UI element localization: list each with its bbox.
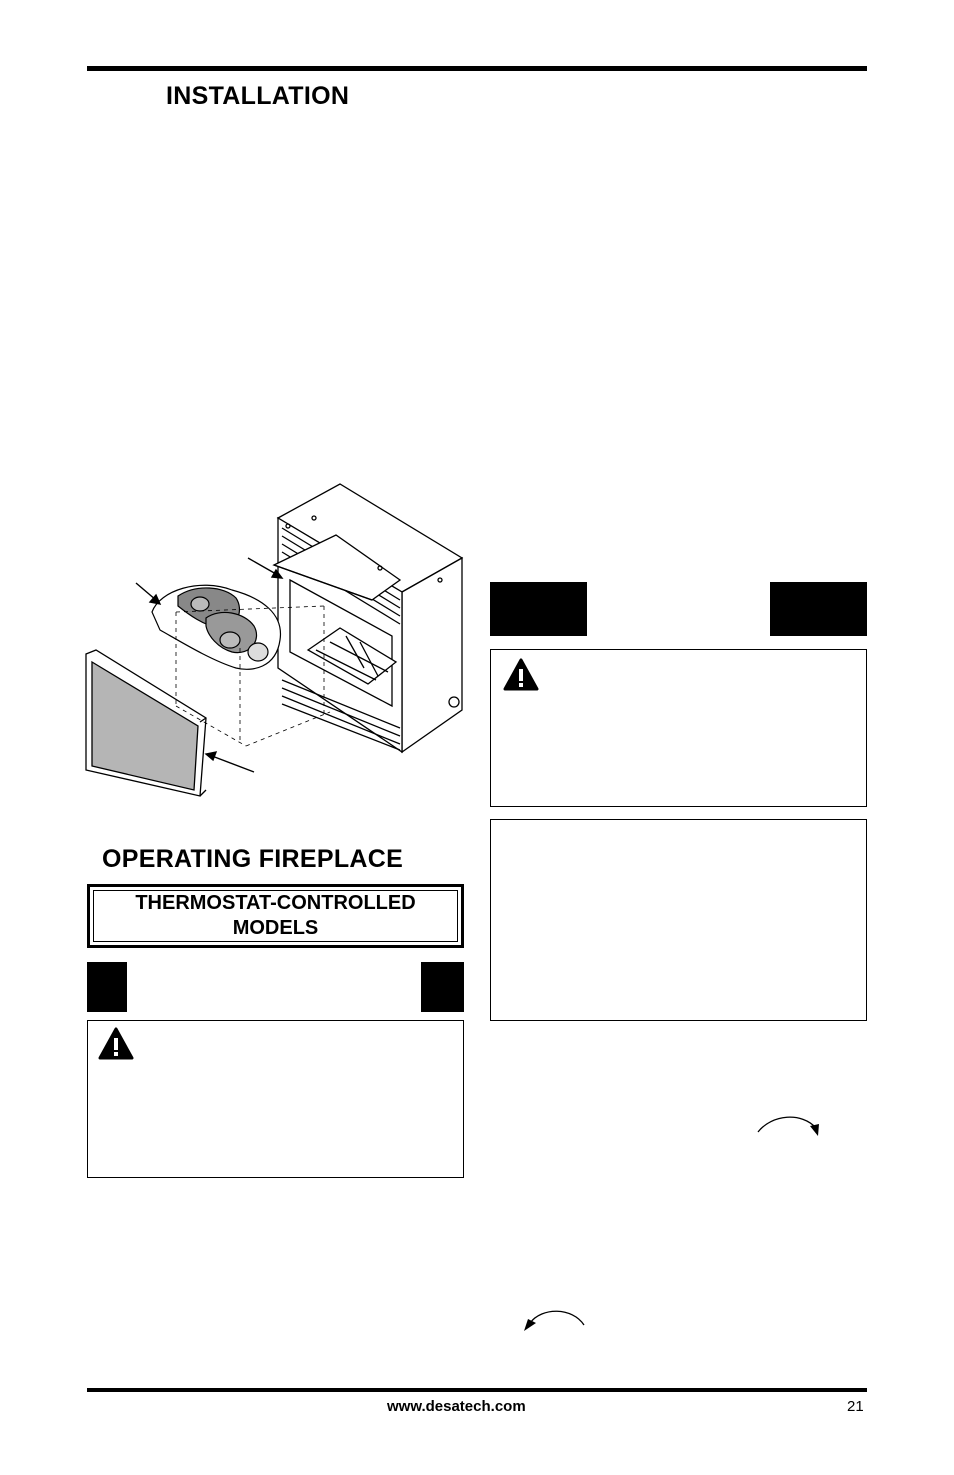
- bottom-rule: [87, 1388, 867, 1392]
- glass-panel: [91, 660, 199, 791]
- warning-header-bar-left: [87, 962, 464, 1012]
- cabinet-side: [401, 556, 463, 754]
- clockwise-arrow-icon: [757, 1116, 819, 1136]
- counterclockwise-arrow-icon: [524, 1310, 585, 1331]
- top-rule: [87, 66, 867, 71]
- warning-box-left: [87, 1020, 464, 1178]
- notice-box-right-2: [490, 819, 867, 1021]
- warning-header-bar: [490, 582, 867, 636]
- warning-box-right-1: [490, 649, 867, 807]
- section-title-operating: OPERATING FIREPLACE: [102, 845, 404, 873]
- subheading-thermostat-controlled: THERMOSTAT-CONTROLLED MODELS: [87, 884, 464, 948]
- page-number: 21: [847, 1398, 864, 1415]
- warning-header-left-block: [490, 582, 587, 636]
- warning-triangle-icon: [98, 1027, 134, 1060]
- section-title-installation: INSTALLATION: [166, 82, 350, 110]
- warning-header-left-block-2: [87, 962, 127, 1012]
- warning-header-right-block-2: [421, 962, 464, 1012]
- log-set: [151, 584, 282, 670]
- warning-header-right-block: [770, 582, 867, 636]
- subheading-text: THERMOSTAT-CONTROLLED MODELS: [135, 892, 416, 939]
- footer-url: www.desatech.com: [387, 1398, 526, 1415]
- warning-triangle-icon: [503, 658, 539, 691]
